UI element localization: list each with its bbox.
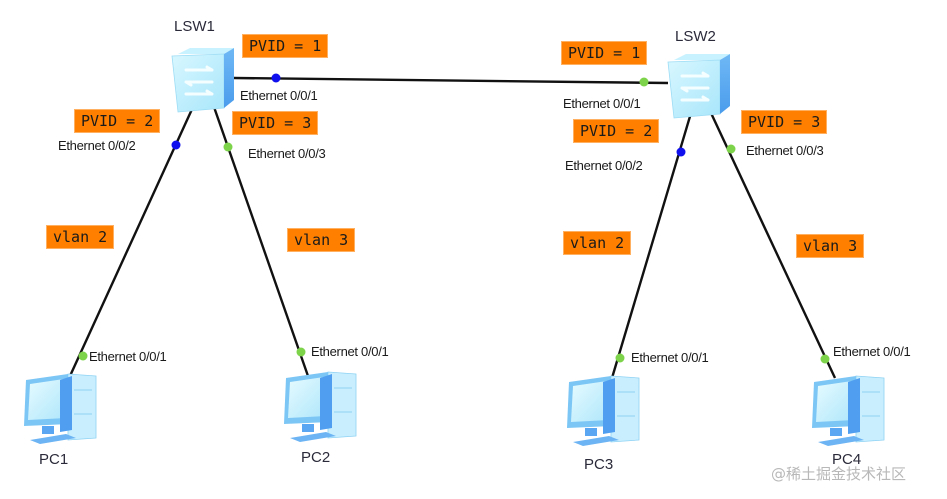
pvid-tag-lsw1-e2: PVID = 2 bbox=[75, 110, 160, 132]
pc-icon bbox=[24, 373, 97, 444]
port-dot-lsw1-e1 bbox=[271, 73, 281, 83]
pc-icon bbox=[284, 371, 357, 442]
pc-label-pc4: PC4 bbox=[832, 451, 862, 468]
switch-lsw1[interactable] bbox=[171, 48, 234, 113]
pc-icon bbox=[567, 375, 640, 446]
link-lsw2-pc3[interactable] bbox=[610, 112, 693, 379]
pvid-tag-lsw2-e1: PVID = 1 bbox=[562, 42, 647, 64]
link-lsw2-pc4[interactable] bbox=[709, 112, 837, 379]
pvid-tag-lsw2-e2: PVID = 2 bbox=[574, 120, 659, 142]
port-dot-pc3 bbox=[615, 353, 625, 363]
pc-pc4[interactable] bbox=[812, 375, 885, 446]
pc-label-pc3: PC3 bbox=[584, 456, 614, 473]
pvid-tag-lsw1-e3: PVID = 3 bbox=[233, 112, 318, 134]
port-dot-lsw2-e1 bbox=[639, 77, 649, 87]
port-label-pc4: Ethernet 0/0/1 bbox=[833, 344, 911, 359]
vlan-tag-pc1-link: vlan 2 bbox=[47, 226, 114, 248]
port-dot-pc1 bbox=[78, 351, 88, 361]
switch-lsw2[interactable] bbox=[667, 54, 730, 119]
link-lsw1-lsw2[interactable] bbox=[233, 76, 669, 85]
port-dots bbox=[78, 73, 830, 364]
pc-pc2[interactable] bbox=[284, 371, 357, 442]
vlan-tag-pc3-link: vlan 2 bbox=[564, 232, 631, 254]
pc-pc3[interactable] bbox=[567, 375, 640, 446]
port-dot-pc2 bbox=[296, 347, 306, 357]
pvid-tag-lsw2-e3: PVID = 3 bbox=[742, 111, 827, 133]
port-label-lsw2-e2: Ethernet 0/0/2 bbox=[565, 158, 643, 173]
link-lsw1-pc2[interactable] bbox=[212, 106, 310, 377]
switch-icon bbox=[667, 54, 730, 119]
port-dot-pc4 bbox=[820, 354, 830, 364]
vlan-tag-pc2-link: vlan 3 bbox=[288, 229, 355, 251]
port-label-lsw1-e2: Ethernet 0/0/2 bbox=[58, 138, 136, 153]
pc-label-pc2: PC2 bbox=[301, 449, 331, 466]
vlan-tag-pc4-link: vlan 3 bbox=[797, 235, 864, 257]
port-dot-lsw1-e3 bbox=[223, 142, 233, 152]
port-label-lsw2-e3: Ethernet 0/0/3 bbox=[746, 143, 824, 158]
pc-icon bbox=[812, 375, 885, 446]
port-label-lsw1-e3: Ethernet 0/0/3 bbox=[248, 146, 326, 161]
pvid-tag-lsw1-e1: PVID = 1 bbox=[243, 35, 328, 57]
link-lsw1-pc1[interactable] bbox=[68, 106, 195, 377]
port-label-pc1: Ethernet 0/0/1 bbox=[89, 349, 167, 364]
switch-icon bbox=[171, 48, 234, 113]
switch-label-lsw2: LSW2 bbox=[675, 28, 716, 45]
pc-pc1[interactable] bbox=[24, 373, 97, 444]
port-dot-lsw1-e2 bbox=[171, 140, 181, 150]
port-label-pc2: Ethernet 0/0/1 bbox=[311, 344, 389, 359]
port-label-pc3: Ethernet 0/0/1 bbox=[631, 350, 709, 365]
watermark: @稀土掘金技术社区 bbox=[771, 465, 907, 483]
pc-label-pc1: PC1 bbox=[39, 451, 69, 468]
links bbox=[68, 76, 837, 379]
port-dot-lsw2-e2 bbox=[676, 147, 686, 157]
switch-label-lsw1: LSW1 bbox=[174, 18, 215, 35]
port-label-lsw2-e1: Ethernet 0/0/1 bbox=[563, 96, 641, 111]
port-dot-lsw2-e3 bbox=[726, 144, 736, 154]
port-label-lsw1-e1: Ethernet 0/0/1 bbox=[240, 88, 318, 103]
